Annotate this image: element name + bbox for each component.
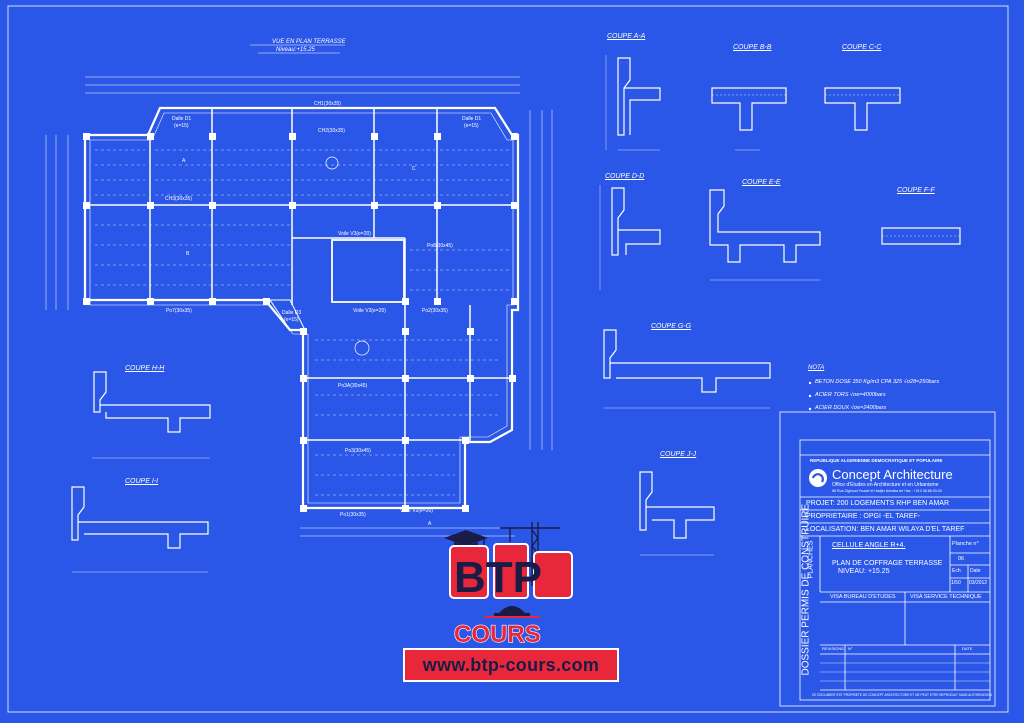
revision-date-label: DATE xyxy=(962,646,973,651)
title-block-frame xyxy=(779,411,996,707)
plan-title: VUE EN PLAN TERRASSE xyxy=(272,39,347,45)
scale-label: Ech xyxy=(952,568,961,574)
coupe-ii-label: COUPE I-I xyxy=(125,478,159,485)
date-value: 03/2012 xyxy=(969,580,988,586)
section-mark: B xyxy=(186,251,190,257)
notes-title: NOTA xyxy=(808,365,825,371)
plan-type-text: PLAN DE COFFRAGE TERRASSE xyxy=(832,560,943,567)
beam-label: Voile V3(e=20) xyxy=(353,308,386,314)
brand-bottom-text: COURS xyxy=(454,621,541,646)
slab-label: (e=15) xyxy=(464,123,479,129)
brand-top-text: BTP xyxy=(454,553,542,602)
beam-label: Voile V2(e=20) xyxy=(400,508,433,514)
hard-hat-icon xyxy=(484,606,540,618)
owner-text: PROPRIETAIRE : OPGI -EL TAREF- xyxy=(806,513,921,520)
firm-address: 86 Rue Zighoud Youcef et Hadjer Annaba t… xyxy=(832,489,942,493)
planche-label: Planche n° xyxy=(952,541,979,547)
coupe-hh-label: COUPE H-H xyxy=(125,365,165,372)
notes-line: ACIER TORS √σe=4000bars xyxy=(815,392,886,398)
coupe-aa-label: COUPE A-A xyxy=(607,33,646,40)
firm-logo-icon xyxy=(809,469,827,487)
plan-labels: VUE EN PLAN TERRASSE Niveau:+15.25 Dalle… xyxy=(165,39,481,527)
coupe-ff-label: COUPE F-F xyxy=(897,187,935,194)
brand-letters: BTP xyxy=(449,543,573,602)
beam-label: Voile V3(e=20) xyxy=(338,231,371,237)
firm-subtitle: Office d'Etudes en Architecture et en Ur… xyxy=(832,482,939,488)
planches-vertical-text: PLANCHES xyxy=(807,540,815,579)
plan-level-text: NIVEAU: +15.25 xyxy=(838,568,890,575)
notes-line: BETON DOSE 350 Kg/m3 CPA 325 √σ28=250bar… xyxy=(815,379,940,385)
revision-no-label: N° xyxy=(848,646,853,651)
section-details xyxy=(71,55,961,573)
slab-label: Dalle D3 xyxy=(282,310,301,316)
beam-label: Po8(30x45) xyxy=(427,243,453,249)
planche-number: 06 xyxy=(958,556,965,562)
sheet-border xyxy=(7,5,1009,713)
ownership-footer: CE DOCUMENT EST PROPRIETE DE CONCEPT ARC… xyxy=(812,693,992,697)
letter-p-block xyxy=(533,551,573,599)
website-link[interactable]: www.btp-cours.com xyxy=(403,648,619,682)
project-text: PROJET: 200 LOGEMENTS RHP BEN AMAR xyxy=(806,500,950,507)
btp-cours-logo: BTP COURS xyxy=(444,522,573,646)
location-text: LOCALISATION: BEN AMAR WILAYA D'EL TAREF xyxy=(806,526,965,533)
beam-label: Po3(30x45) xyxy=(345,448,371,454)
visa-be-label: VISA BUREAU D'ETUDES xyxy=(830,594,896,600)
scale-value: 1/50 xyxy=(951,580,961,586)
firm-name: Concept Architecture xyxy=(832,467,953,482)
coupe-gg-label: COUPE G-G xyxy=(651,323,692,330)
slab-label: (e=15) xyxy=(284,317,299,323)
coupe-dd-label: COUPE D-D xyxy=(605,173,645,180)
letter-b-block xyxy=(449,545,489,599)
coupe-cc-label: COUPE C-C xyxy=(842,44,882,51)
slab-label: (e=15) xyxy=(174,123,189,129)
coupe-ee-label: COUPE E-E xyxy=(742,179,781,186)
beam-label: Po2(30x35) xyxy=(422,308,448,314)
section-mark: A xyxy=(428,521,432,527)
notes-bullets xyxy=(808,381,812,411)
beam-label: CH3(30x35) xyxy=(165,196,192,202)
slab-label: Dalle D1 xyxy=(172,116,191,122)
section-mark: A xyxy=(182,158,186,164)
beam-label: CH2(30x35) xyxy=(318,128,345,134)
beam-label: Po1(30x35) xyxy=(340,512,366,518)
date-label: Date xyxy=(970,568,981,574)
beam-label: CH1(30x35) xyxy=(314,101,341,107)
plan-level: Niveau:+15.25 xyxy=(276,47,316,53)
notes-line: ACIER DOUX √σe=2400bars xyxy=(815,405,887,411)
slab-label: Dalle D1 xyxy=(462,116,481,122)
revisions-label: REVISIONS xyxy=(822,646,844,651)
floor-plan xyxy=(45,76,553,537)
republic-text: REPUBLIQUE ALGERIENNE DEMOCRATIQUE ET PO… xyxy=(810,458,943,463)
letter-t-block xyxy=(493,543,529,599)
beam-label: Po3A(30x45) xyxy=(338,383,368,389)
coupe-jj-label: COUPE J-J xyxy=(660,451,697,458)
section-mark: C xyxy=(412,166,416,172)
cellule-text: CELLULE ANGLE R+4. xyxy=(832,542,906,549)
coupe-bb-label: COUPE B-B xyxy=(733,44,772,51)
website-url: www.btp-cours.com xyxy=(422,654,600,675)
beam-label: Po7(30x35) xyxy=(166,308,192,314)
visa-st-label: VISA SERVICE TECHNIQUE xyxy=(910,594,982,600)
